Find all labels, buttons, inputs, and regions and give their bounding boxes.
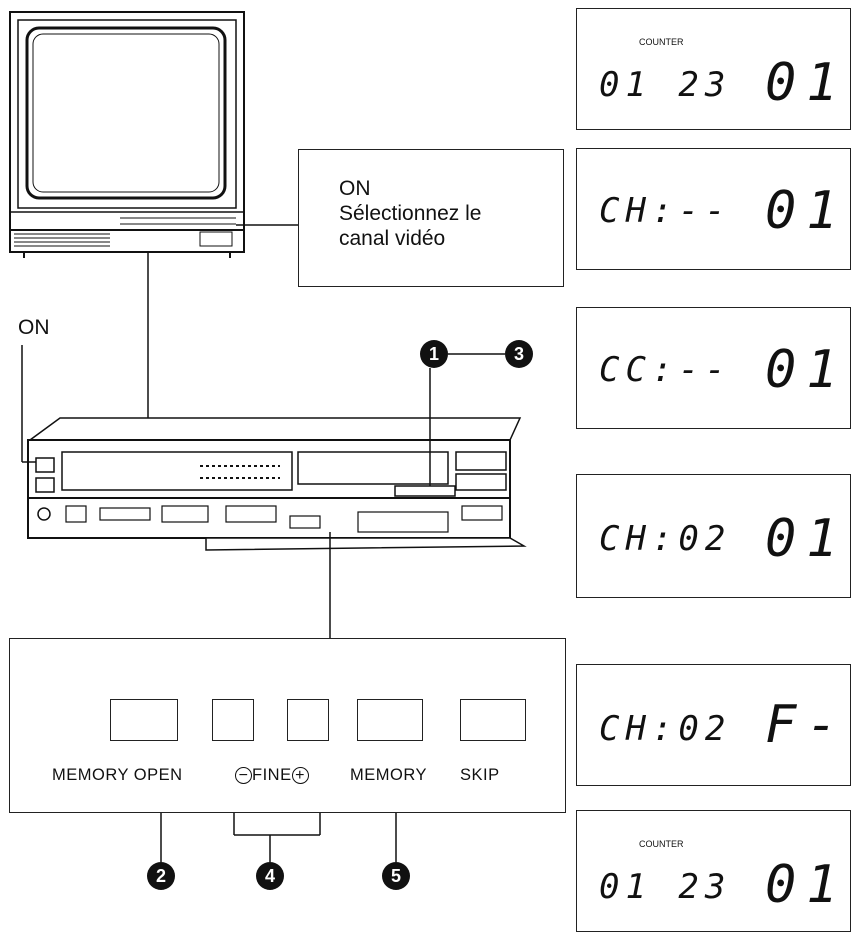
lcd-display-3: CC:-- 01 — [576, 307, 851, 429]
channel-callout: ON Sélectionnez le canal vidéo — [298, 149, 564, 287]
fine-label-group: −FINE+ — [235, 766, 309, 785]
plus-icon: + — [291, 767, 309, 784]
step-badge-5: 5 — [382, 862, 410, 890]
step-badge-3: 3 — [505, 340, 533, 368]
lcd-small-digits: CH:02 — [599, 519, 732, 559]
lcd-big-digits: 01 — [765, 340, 848, 400]
skip-button[interactable] — [460, 699, 526, 741]
fine-plus-button[interactable] — [287, 699, 329, 741]
callout-text: ON Sélectionnez le canal vidéo — [339, 176, 481, 251]
lcd-display-6: COUNTER 01 23 01 — [576, 810, 851, 932]
callout-line-channel: canal vidéo — [339, 227, 446, 250]
lcd-big-digits: F- — [765, 695, 848, 755]
power-on-label: ON — [18, 316, 50, 339]
lcd-small-digits: CH:02 — [599, 709, 732, 749]
tv-illustration — [9, 11, 245, 258]
lcd-small-digits: 01 23 — [599, 867, 732, 907]
callout-line-select: Sélectionnez le — [339, 202, 482, 225]
lcd-big-digits: 01 — [765, 855, 848, 915]
lcd-small-digits: 01 23 — [599, 65, 732, 105]
fine-label: FINE — [252, 766, 292, 784]
minus-icon: − — [235, 767, 252, 784]
counter-label: COUNTER — [639, 839, 684, 849]
counter-label: COUNTER — [639, 37, 684, 47]
memory-button[interactable] — [357, 699, 423, 741]
lcd-display-1: COUNTER 01 23 01 — [576, 8, 851, 130]
lcd-display-5: CH:02 F- — [576, 664, 851, 786]
lcd-big-digits: 01 — [765, 509, 848, 569]
step-badge-2: 2 — [147, 862, 175, 890]
lcd-big-digits: 01 — [765, 181, 848, 241]
vcr-illustration — [27, 417, 527, 551]
button-panel: MEMORY OPEN −FINE+ MEMORY SKIP — [9, 638, 566, 813]
lcd-small-digits: CC:-- — [599, 350, 732, 390]
step-badge-4: 4 — [256, 862, 284, 890]
memory-open-button[interactable] — [110, 699, 178, 741]
fine-minus-button[interactable] — [212, 699, 254, 741]
lcd-display-4: CH:02 01 — [576, 474, 851, 598]
lcd-small-digits: CH:-- — [599, 191, 732, 231]
memory-open-label: MEMORY OPEN — [52, 766, 183, 784]
step-badge-1: 1 — [420, 340, 448, 368]
lcd-display-2: CH:-- 01 — [576, 148, 851, 270]
callout-line-on: ON — [339, 177, 371, 200]
skip-label: SKIP — [460, 766, 500, 784]
lcd-big-digits: 01 — [765, 53, 848, 113]
memory-label: MEMORY — [350, 766, 427, 784]
